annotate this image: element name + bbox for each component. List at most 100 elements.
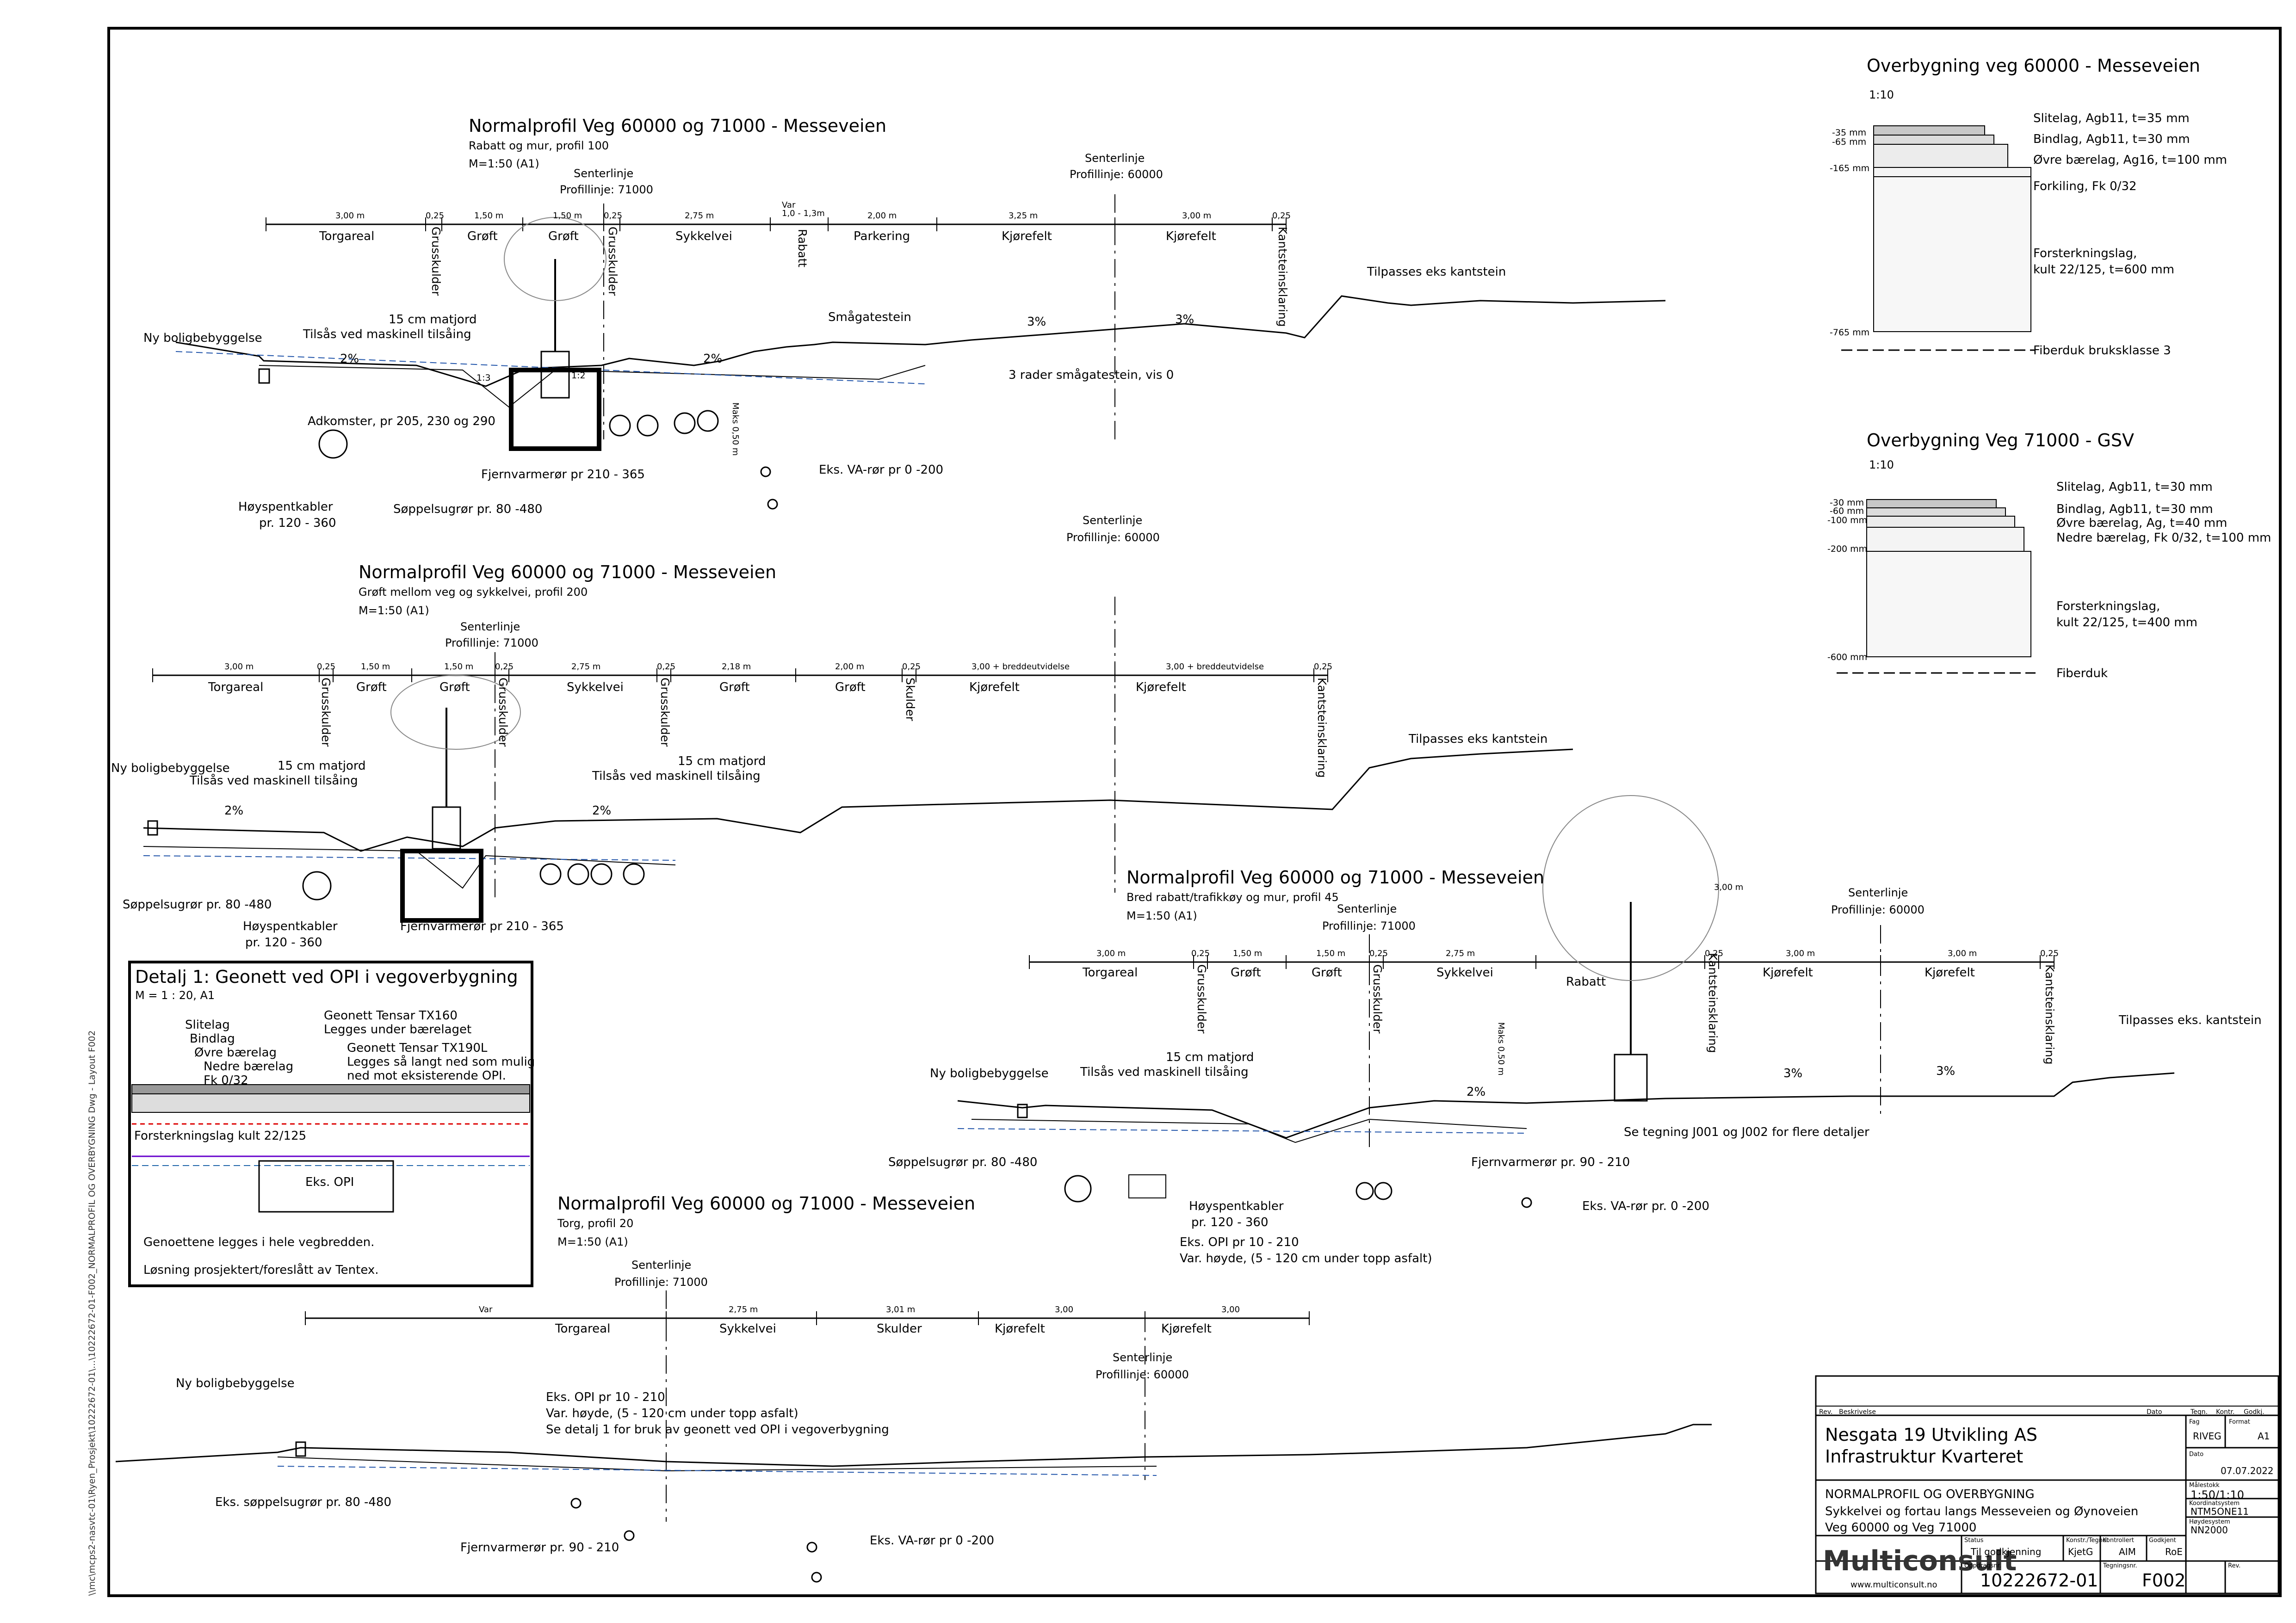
p45-zone-sykkelvei: Sykkelvei: [1436, 966, 1493, 980]
tb-tegning-label: Tegningsnr.: [2103, 1562, 2137, 1569]
tb-malestokk-label: Målestokk: [2189, 1482, 2220, 1489]
ob71000-title: Overbygning Veg 71000 - GSV: [1867, 430, 2134, 450]
p100-dim-3: 1,50 m: [474, 211, 504, 221]
p45-note-fjernvarme: Fjernvarmerør pr. 90 - 210: [1471, 1155, 1630, 1169]
p100-dim-10: 3,00 m: [1182, 211, 1212, 221]
profile100-centerline-71000-id: Profillinje: 71000: [560, 183, 653, 196]
p200-pct-2: 2%: [592, 804, 612, 818]
tb-desc-1: NORMALPROFIL OG OVERBYGNING: [1825, 1487, 2035, 1501]
profile200-scale: M=1:50 (A1): [359, 604, 429, 617]
p100-pct-2: 3%: [1175, 313, 1194, 327]
p45-zone-kjorefelt-2: Kjørefelt: [1925, 966, 1975, 980]
ob71000-layer-fiberduk: Fiberduk: [2056, 666, 2108, 680]
p100-pct-1: 3%: [1027, 315, 1046, 329]
p20-zone-skulder: Skulder: [877, 1322, 922, 1336]
ob60000-layer-slitelag: Slitelag, Agb11, t=35 mm: [2033, 111, 2190, 125]
p45-note-maks: Maks 0,50 m: [1496, 1022, 1506, 1076]
tb-format: A1: [2258, 1431, 2270, 1442]
p100-note-matjord: 15 cm matjord: [389, 313, 477, 327]
profile100-title: Normalprofil Veg 60000 og 71000 - Messev…: [469, 116, 887, 136]
p45-dim-2: 0,25: [1191, 949, 1210, 958]
detail1-note-1: Genoettene legges i hele vegbredden.: [143, 1235, 375, 1249]
p200-zone-sykkelvei: Sykkelvei: [567, 680, 624, 694]
p45-note-eks-va: Eks. VA-rør pr. 0 -200: [1582, 1199, 1709, 1213]
p200-pct-1: 2%: [224, 804, 244, 818]
p45-note-matjord: 15 cm matjord: [1166, 1050, 1254, 1064]
p100-pct-4: 2%: [703, 352, 723, 366]
p200-dim-11: 3,00 + breddeutvidelse: [972, 662, 1070, 672]
ob71000-layer-forsterkning: Forsterkningslag,: [2056, 599, 2160, 613]
p100-note-soppel: Søppelsugrør pr. 80 -480: [393, 502, 543, 516]
ob71000-depth-4: -200 mm: [1827, 544, 1868, 554]
ob71000-layer-slitelag: Slitelag, Agb11, t=30 mm: [2056, 480, 2213, 494]
p100-vert-grusskulder-1: Grusskulder: [429, 227, 443, 296]
tb-oppdrag: 10222672-01: [1980, 1570, 2098, 1591]
profile200-subtitle: Grøft mellom veg og sykkelvei, profil 20…: [359, 586, 588, 599]
tb-client-1: Nesgata 19 Utvikling AS: [1825, 1425, 2037, 1445]
tb-godkj-col: Godkj.: [2244, 1408, 2265, 1416]
detail1-layer-fk: Fk 0/32: [204, 1074, 248, 1087]
p100-dim-6: 2,75 m: [685, 211, 714, 221]
tb-koord: NTM5ONE11: [2191, 1506, 2249, 1517]
p45-zone-torgareal: Torgareal: [1083, 966, 1138, 980]
p100-zone-parkering: Parkering: [854, 229, 910, 243]
p45-note-hoyspent: Høyspentkabler: [1189, 1199, 1284, 1213]
ob71000-layer-forsterkning-2: kult 22/125, t=400 mm: [2056, 616, 2197, 629]
p200-note-hoyspent: Høyspentkabler: [243, 919, 338, 933]
p20-zone-sykkelvei: Sykkelvei: [719, 1322, 776, 1336]
tb-kontr-col: Kontr.: [2216, 1408, 2235, 1416]
profile20-centerline-60000: Senterlinje: [1113, 1351, 1173, 1364]
tb-hoyde: NN2000: [2191, 1524, 2228, 1536]
profile20-subtitle: Torg, profil 20: [557, 1217, 634, 1230]
p45-dim-10: 3,00 m: [1948, 949, 1977, 958]
tb-status-label: Status: [1964, 1537, 1984, 1544]
p100-note-eks-va: Eks. VA-rør pr 0 -200: [819, 463, 944, 477]
p20-zone-torgareal: Torgareal: [555, 1322, 611, 1336]
tb-dato-label: Dato: [2189, 1451, 2204, 1458]
p100-dim-2: 0,25: [426, 211, 445, 221]
ob71000-depth-1: -30 mm: [1830, 498, 1864, 508]
tb-konstr: KjetG: [2068, 1546, 2093, 1557]
p45-note-tilpasses: Tilpasses eks. kantstein: [2119, 1013, 2262, 1027]
profile200-centerline-71000-id: Profillinje: 71000: [445, 636, 538, 649]
p200-vert-grusskulder-2: Grusskulder: [496, 678, 510, 747]
tb-desc-3: Veg 60000 og Veg 71000: [1825, 1521, 1977, 1535]
p200-note-tilpasses: Tilpasses eks kantstein: [1409, 732, 1548, 746]
profile200-centerline-60000-id: Profillinje: 60000: [1066, 531, 1160, 544]
tb-hoyde-label: Høydesystem: [2189, 1518, 2230, 1525]
detail1-scale: M = 1 : 20, A1: [135, 989, 215, 1002]
p20-note-se-detalj: Se detalj 1 for bruk av geonett ved OPI …: [546, 1423, 889, 1437]
p20-note-eks-opi: Eks. OPI pr 10 - 210: [546, 1390, 665, 1404]
p100-vert-grusskulder-2: Grusskulder: [606, 227, 619, 296]
profile100-centerline-60000: Senterlinje: [1085, 152, 1145, 165]
tb-oppdrag-label: Oppdragsnr.: [1964, 1562, 2001, 1569]
ob60000-scale: 1:10: [1869, 88, 1894, 101]
tb-fag: RIVEG: [2193, 1431, 2222, 1442]
p100-dim-4: 1,50 m: [553, 211, 582, 221]
p200-dim-3: 1,50 m: [361, 662, 390, 672]
p200-dim-4: 1,50 m: [444, 662, 474, 672]
p45-dim-7: 3,00 m: [1714, 882, 1744, 892]
p200-vert-kantsteinsklaring: Kantsteinsklaring: [1315, 678, 1329, 778]
p20-note-eks-va: Eks. VA-rør pr 0 -200: [870, 1534, 995, 1548]
detail1-layer-bindlag: Bindlag: [190, 1032, 235, 1046]
p45-note-eks-opi: Eks. OPI pr 10 - 210: [1180, 1235, 1299, 1249]
p20-dim-2: 2,75 m: [729, 1305, 758, 1314]
profile100-centerline-71000: Senterlinje: [574, 167, 634, 180]
ob60000-depth-4: -765 mm: [1830, 327, 1870, 338]
ob71000-layer-ovre: Øvre bærelag, Ag, t=40 mm: [2056, 516, 2228, 530]
tb-dato-col: Dato: [2147, 1408, 2162, 1416]
p100-zone-groft-2: Grøft: [548, 229, 579, 243]
tb-tegning: F002: [2142, 1570, 2186, 1591]
ob60000-title: Overbygning veg 60000 - Messeveien: [1867, 56, 2200, 76]
profile200-centerline-71000: Senterlinje: [460, 620, 520, 633]
p200-zone-kjorefelt-2: Kjørefelt: [1136, 680, 1186, 694]
ob60000-layer-forsterkning: Forsterkningslag,: [2033, 247, 2137, 260]
ob71000-depth-2: -60 mm: [1830, 506, 1864, 516]
tb-status: Til godkjenning: [1971, 1546, 2042, 1557]
p200-dim-8: 2,18 m: [722, 662, 751, 672]
profile45-subtitle: Bred rabatt/trafikkøy og mur, profil 45: [1126, 891, 1339, 904]
detail1-geonett-tx190l: Geonett Tensar TX190L: [347, 1041, 488, 1055]
detail1-title: Detalj 1: Geonett ved OPI i vegoverbygni…: [135, 967, 518, 987]
